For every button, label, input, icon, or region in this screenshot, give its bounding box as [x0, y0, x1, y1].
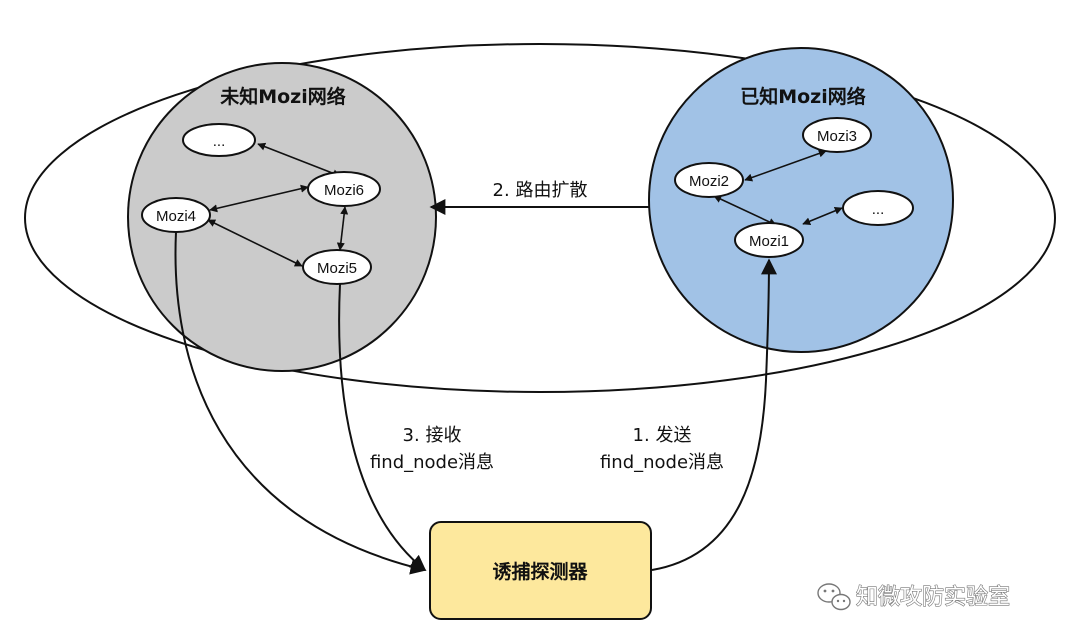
node-mozi1: Mozi1: [734, 222, 804, 258]
svg-text:...: ...: [872, 201, 885, 218]
svg-text:Mozi6: Mozi6: [324, 182, 364, 199]
step2-label: 2. 路由扩散: [493, 180, 588, 201]
known-network-title: 已知Mozi网络: [740, 85, 866, 108]
unknown-mozi-network: 未知Mozi网络 ... Mozi6 Mozi4 Mozi5: [127, 62, 437, 372]
node-mozi3: Mozi3: [802, 117, 872, 153]
detector-label: 诱捕探测器: [492, 560, 588, 583]
edge-mozi6-mozi5: [336, 206, 349, 251]
step3-label-line1: 3. 接收: [403, 425, 462, 446]
node-unknown-ellipsis: ...: [182, 123, 256, 157]
step3-label-line2: find_node消息: [370, 452, 494, 473]
node-mozi6: Mozi6: [307, 171, 381, 207]
edge-ellipsis-mozi6: [257, 142, 341, 178]
node-mozi2: Mozi2: [674, 162, 744, 198]
edge-mozi2-mozi3: [744, 149, 827, 182]
receive-from-mozi4-arrow: [174, 231, 427, 575]
step1-label-line1: 1. 发送: [633, 425, 692, 446]
edge-mozi2-mozi1: [713, 195, 777, 226]
known-mozi-network: 已知Mozi网络 Mozi3 Mozi2 ... Mozi1: [648, 47, 954, 353]
node-known-ellipsis: ...: [842, 190, 914, 226]
edge-mozi4-mozi5: [207, 219, 303, 267]
svg-text:...: ...: [213, 133, 226, 150]
watermark: 知微攻防实验室: [817, 583, 1011, 611]
svg-text:Mozi5: Mozi5: [317, 260, 357, 277]
receive-from-mozi5-arrow: [338, 283, 427, 572]
honeypot-detector: 诱捕探测器: [429, 521, 652, 620]
step1-label-line2: find_node消息: [600, 452, 724, 473]
wechat-icon: [817, 583, 851, 611]
send-find-node-arrow: [651, 258, 777, 571]
edge-mozi1-ellipsis: [802, 207, 843, 225]
node-mozi4: Mozi4: [141, 197, 211, 233]
watermark-text: 知微攻防实验室: [856, 585, 1010, 610]
svg-text:Mozi3: Mozi3: [817, 128, 857, 145]
node-mozi5: Mozi5: [302, 249, 372, 285]
known-network-circle: [648, 47, 954, 353]
svg-text:Mozi1: Mozi1: [749, 233, 789, 250]
unknown-network-title: 未知Mozi网络: [219, 85, 346, 108]
svg-text:Mozi4: Mozi4: [156, 208, 196, 225]
svg-text:Mozi2: Mozi2: [689, 173, 729, 190]
outer-network-ellipse: [24, 43, 1056, 393]
edge-mozi4-mozi6: [209, 184, 309, 213]
